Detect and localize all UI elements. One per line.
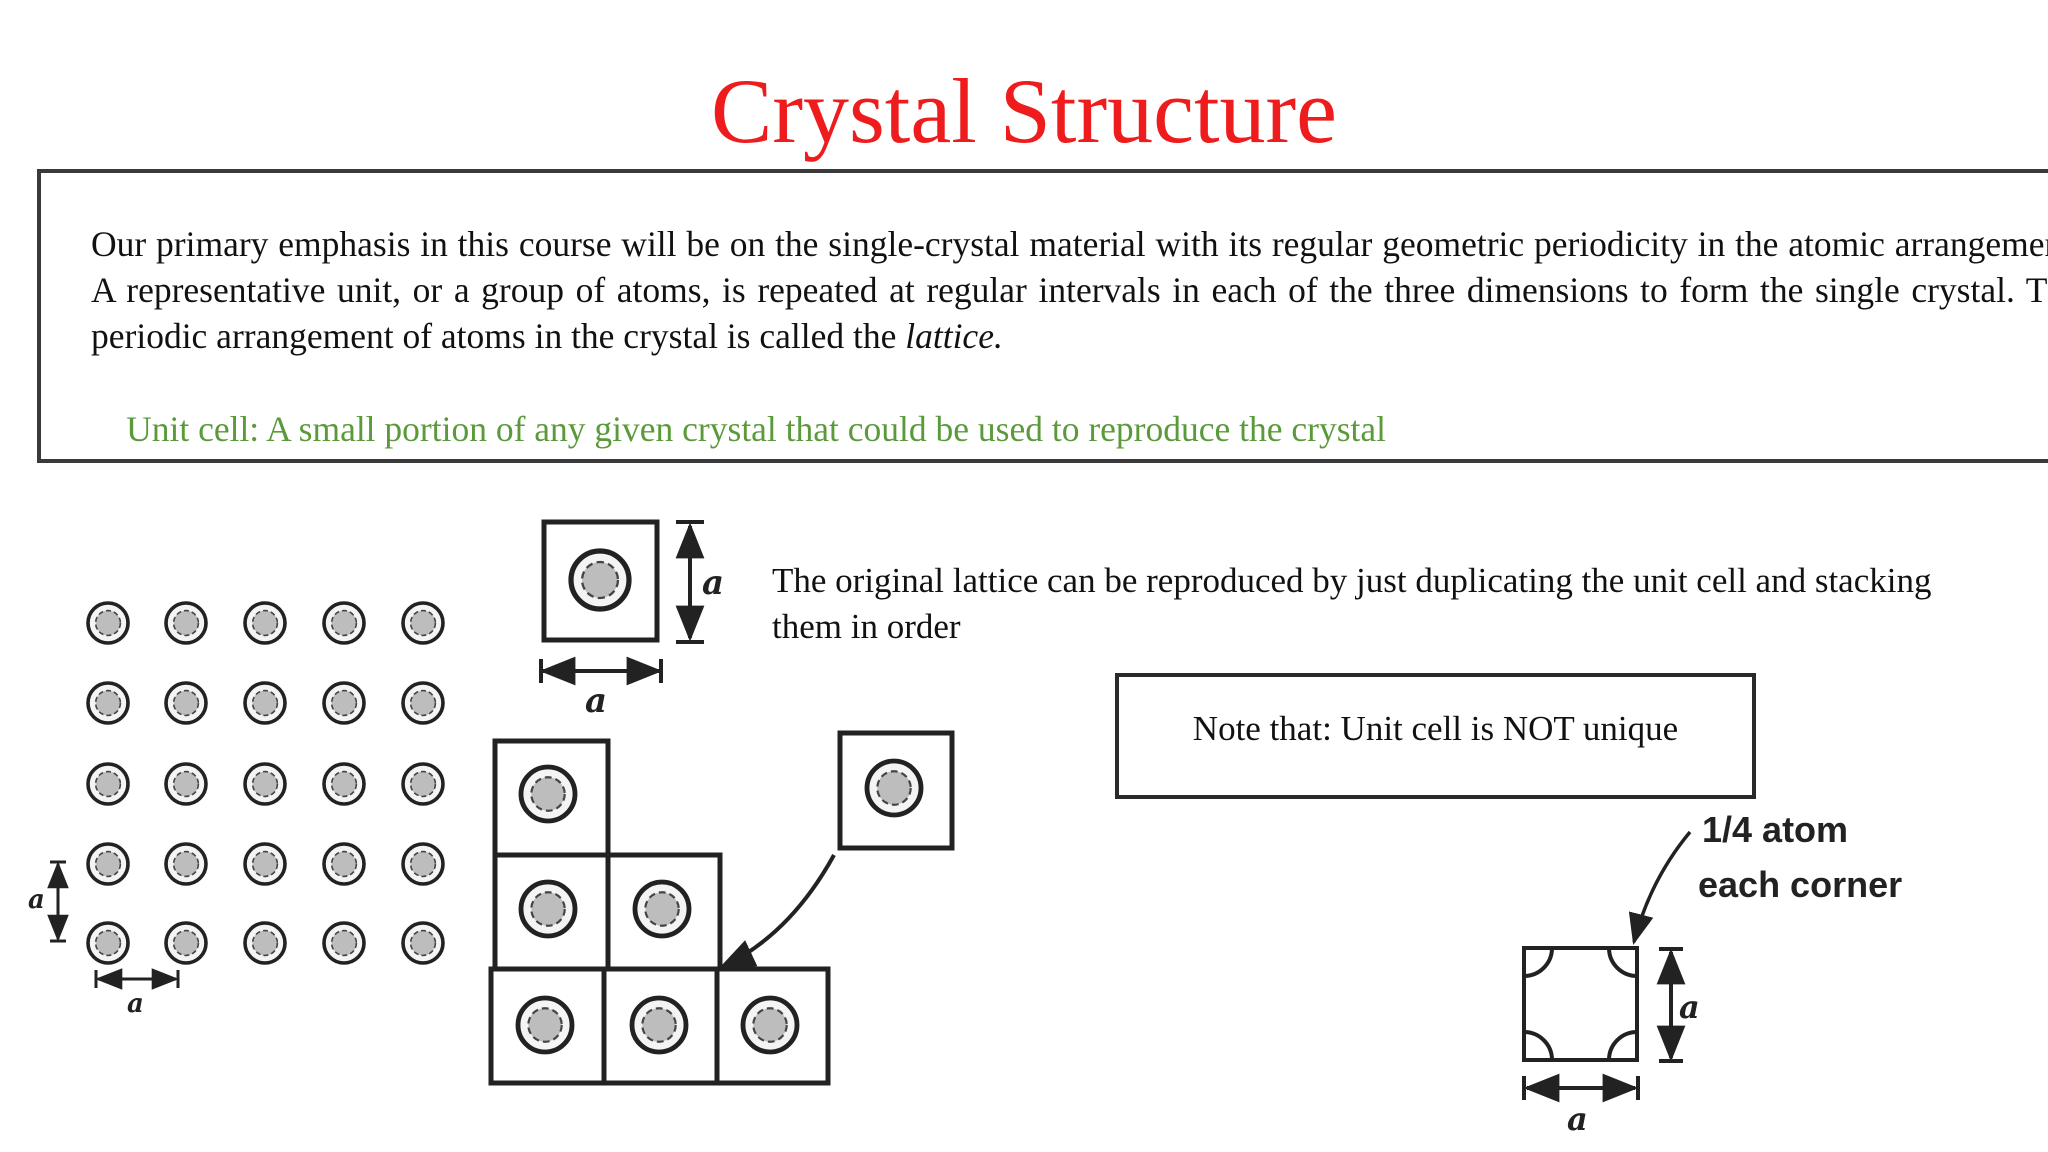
- stacked-atoms: [515, 764, 800, 1055]
- atom: [86, 762, 130, 806]
- corner-pointer-arrow: [1628, 830, 1692, 946]
- unit-cell-a-label-horizontal: a: [585, 681, 607, 721]
- atom: [401, 762, 445, 806]
- moving-cell-atom: [864, 758, 924, 818]
- atom: [632, 879, 692, 939]
- quarter-cell-a-label-vertical: a: [1679, 988, 1700, 1026]
- intro-paragraph: Our primary emphasis in this course will…: [91, 221, 2048, 359]
- atom: [401, 601, 445, 645]
- atom: [401, 921, 445, 965]
- quarter-cell-width-marker: [1522, 1073, 1640, 1103]
- quarter-atom-cell: [1522, 946, 1639, 1062]
- atom: [164, 762, 208, 806]
- atom: [164, 681, 208, 725]
- atom: [401, 681, 445, 725]
- lattice-a-label-horizontal: a: [127, 989, 144, 1019]
- atom: [629, 995, 689, 1055]
- lattice-spacing-vertical: [47, 860, 69, 943]
- atom: [243, 601, 287, 645]
- atom: [86, 601, 130, 645]
- corner-label-line1: 1/4 atom: [1702, 809, 1848, 850]
- intro-box: Our primary emphasis in this course will…: [37, 169, 2048, 463]
- quarter-cell-a-label-horizontal: a: [1567, 1100, 1588, 1138]
- atom: [740, 995, 800, 1055]
- atom: [86, 842, 130, 886]
- unit-cell-atom: [568, 548, 632, 612]
- atom: [164, 921, 208, 965]
- unit-cell-a-label-vertical: a: [702, 563, 724, 603]
- atom: [322, 762, 366, 806]
- atom: [322, 601, 366, 645]
- intro-paragraph-main: Our primary emphasis in this course will…: [91, 224, 2048, 356]
- unit-cell-definition: Unit cell: A small portion of any given …: [126, 409, 1386, 449]
- atom: [164, 601, 208, 645]
- atom: [568, 548, 632, 612]
- corner-label-line2: each corner: [1698, 864, 1902, 905]
- lattice-term: lattice.: [905, 316, 1003, 356]
- atom: [515, 995, 575, 1055]
- atom: [322, 681, 366, 725]
- note-box: Note that: Unit cell is NOT unique: [1115, 673, 1756, 799]
- atom: [243, 921, 287, 965]
- moving-unit-cell: [837, 730, 955, 851]
- atom: [243, 842, 287, 886]
- atom: [518, 764, 578, 824]
- stacked-unit-cells: [488, 738, 831, 1086]
- atom: [864, 758, 924, 818]
- note-text: Note that: Unit cell is NOT unique: [1192, 709, 1679, 748]
- atom: [322, 842, 366, 886]
- atom: [243, 681, 287, 725]
- unit-cell-single: [541, 519, 660, 643]
- atom: [243, 762, 287, 806]
- lattice-a-label-vertical: a: [28, 885, 45, 915]
- slide-title: Crystal Structure: [711, 60, 1337, 162]
- atom: [518, 879, 578, 939]
- lattice-spacing-horizontal: [94, 968, 180, 990]
- reproduce-description: The original lattice can be reproduced b…: [772, 561, 1932, 646]
- unit-cell-width-marker: [539, 656, 663, 686]
- quarter-cell-height-marker: [1656, 947, 1686, 1063]
- atom: [86, 921, 130, 965]
- unit-cell-height-marker: [675, 520, 705, 644]
- atom-lattice: [86, 601, 445, 965]
- atom: [322, 921, 366, 965]
- atom: [164, 842, 208, 886]
- atom: [86, 681, 130, 725]
- placement-arrow: [718, 854, 836, 969]
- atom: [401, 842, 445, 886]
